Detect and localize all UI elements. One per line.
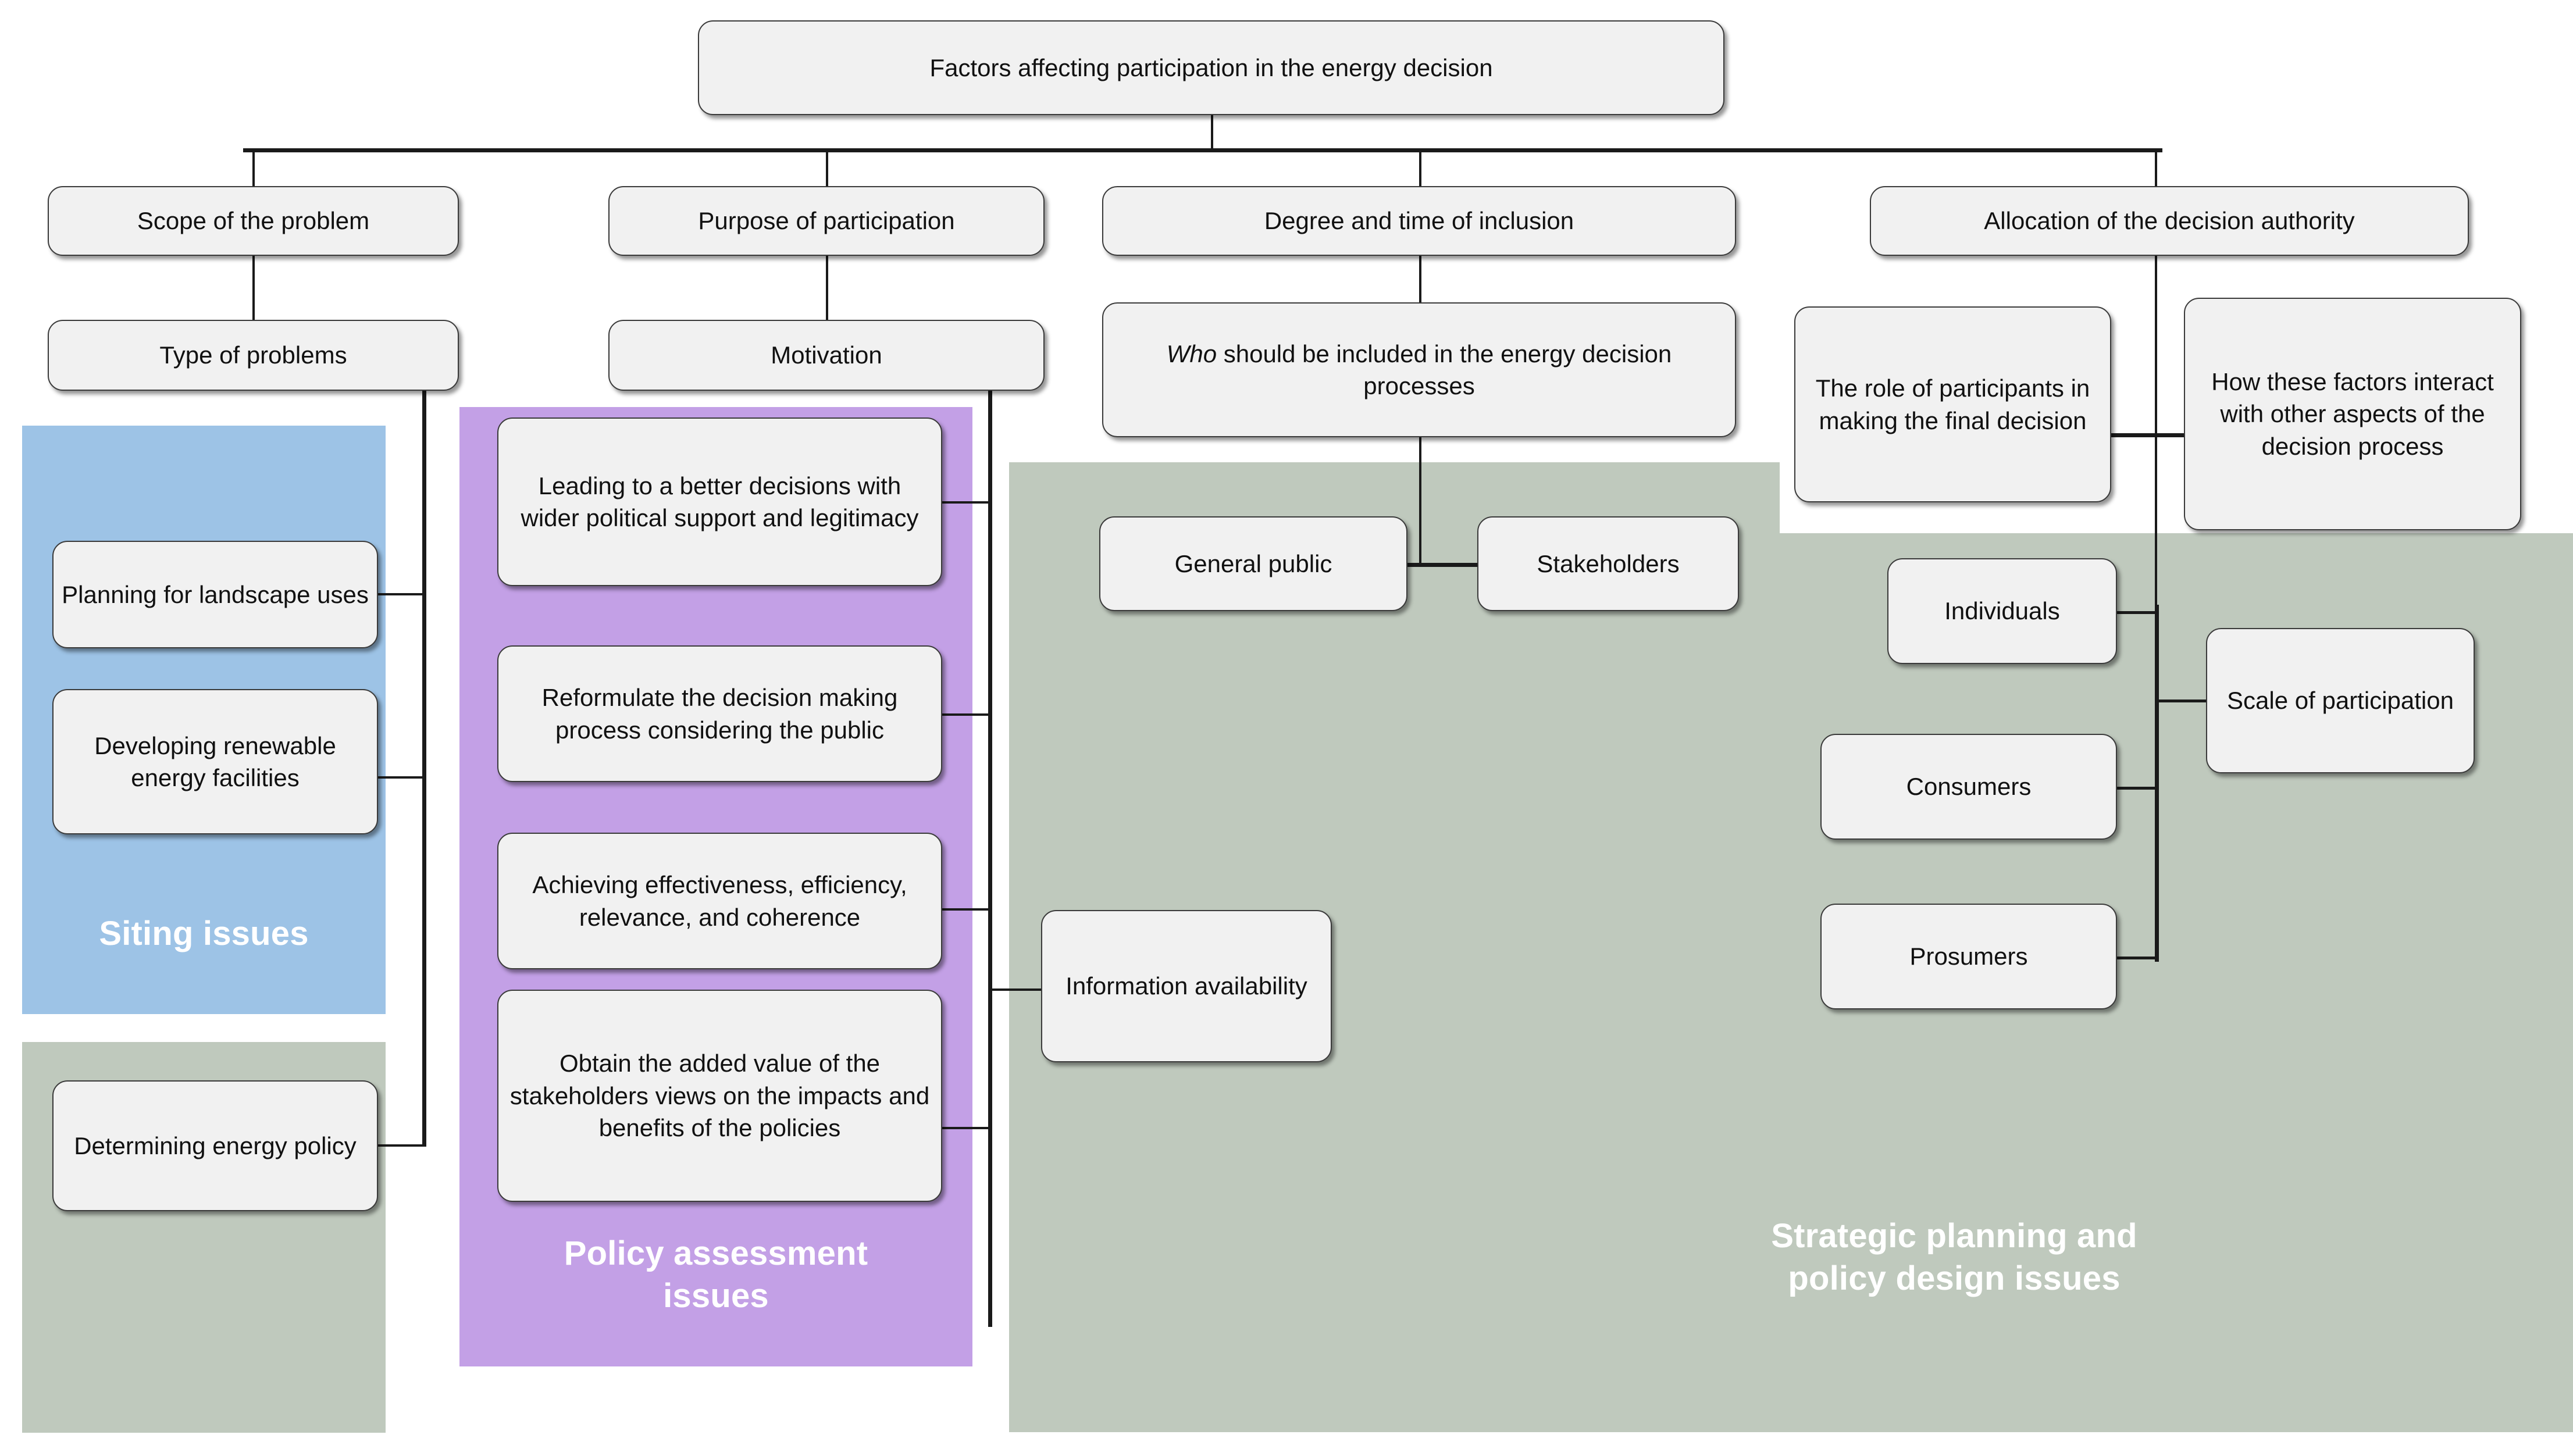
node-determining-label: Determining energy policy (74, 1132, 357, 1159)
node-motivation-label: Motivation (771, 341, 882, 369)
node-policy-leading-to-better-decisions[interactable]: Leading to a better decisions with wider… (497, 417, 942, 586)
node-planning-for-landscape-uses[interactable]: Planning for landscape uses (52, 541, 378, 648)
connector-root-stem (1211, 115, 1213, 150)
connector-to-consumers (2117, 787, 2159, 790)
node-policy-4-label: Obtain the added value of the stakeholde… (509, 1050, 930, 1142)
strategic-label-line1: Strategic planning and (1771, 1217, 2137, 1255)
node-consumers-label: Consumers (1906, 773, 2032, 801)
node-scope-label: Scope of the problem (137, 207, 370, 235)
policy-label-line1: Policy assessment (564, 1234, 868, 1272)
node-type-of-problems-label: Type of problems (159, 341, 347, 369)
node-policy-achieving-effectiveness[interactable]: Achieving effectiveness, efficiency, rel… (497, 833, 942, 969)
strategic-label-line2: policy design issues (1788, 1259, 2121, 1297)
node-root[interactable]: Factors affecting participation in the e… (698, 20, 1724, 115)
node-role-label: The role of participants in making the f… (1815, 374, 2090, 434)
node-degree-and-time-of-inclusion[interactable]: Degree and time of inclusion (1102, 186, 1736, 256)
connector-to-determining (370, 1144, 424, 1147)
connector-purpose-to-motivation (826, 256, 828, 320)
node-policy-2-label: Reformulate the decision making process … (541, 684, 898, 744)
node-purpose-of-participation[interactable]: Purpose of participation (608, 186, 1045, 256)
connector-degree-to-who (1419, 256, 1421, 320)
connector-to-policy-4 (935, 1127, 992, 1129)
node-policy-1-label: Leading to a better decisions with wider… (521, 472, 919, 531)
node-policy-3-label: Achieving effectiveness, efficiency, rel… (532, 871, 907, 931)
strategic-panel-label: Strategic planning and policy design iss… (1681, 1215, 2228, 1300)
node-who-emphasis: Who (1166, 340, 1217, 367)
connector-public-stakeholders (1274, 563, 1570, 567)
node-policy-reformulate-decision-making[interactable]: Reformulate the decision making process … (497, 645, 942, 782)
connector-purple-bus (988, 391, 992, 1327)
connector-to-prosumers (2117, 957, 2159, 959)
connector-scope-to-type (252, 256, 255, 320)
connector-to-developing (370, 776, 424, 779)
node-who-label: Who should be included in the energy dec… (1111, 338, 1727, 402)
node-who-should-be-included[interactable]: Who should be included in the energy dec… (1102, 302, 1736, 437)
node-determining-energy-policy[interactable]: Determining energy policy (52, 1080, 378, 1211)
node-motivation[interactable]: Motivation (608, 320, 1045, 391)
node-stakeholders[interactable]: Stakeholders (1477, 516, 1739, 611)
connector-to-policy-2 (935, 713, 992, 716)
node-how-label: How these factors interact with other as… (2211, 367, 2494, 460)
connector-drop-scope (252, 150, 255, 186)
node-developing-label: Developing renewable energy facilities (94, 731, 336, 791)
node-general-public-label: General public (1174, 549, 1332, 577)
siting-issues-label-text: Siting issues (99, 915, 309, 952)
node-information-availability[interactable]: Information availability (1041, 910, 1332, 1062)
policy-label-line2: issues (663, 1276, 769, 1315)
node-who-rest: should be included in the energy decisio… (1217, 340, 1672, 399)
node-root-label: Factors affecting participation in the e… (929, 53, 1493, 81)
node-developing-renewable-energy-facilities[interactable]: Developing renewable energy facilities (52, 689, 378, 834)
node-degree-label: Degree and time of inclusion (1264, 207, 1574, 235)
node-prosumers-label: Prosumers (1909, 943, 2028, 970)
node-purpose-label: Purpose of participation (698, 207, 955, 235)
node-information-availability-label: Information availability (1065, 972, 1307, 1000)
node-allocation-of-decision-authority[interactable]: Allocation of the decision authority (1870, 186, 2469, 256)
node-scope-of-the-problem[interactable]: Scope of the problem (48, 186, 459, 256)
node-stakeholders-label: Stakeholders (1537, 549, 1680, 577)
node-how-factors-interact[interactable]: How these factors interact with other as… (2184, 298, 2521, 530)
node-consumers[interactable]: Consumers (1820, 734, 2117, 840)
node-type-of-problems[interactable]: Type of problems (48, 320, 459, 391)
connector-drop-allocation (2155, 150, 2157, 186)
node-general-public[interactable]: General public (1099, 516, 1407, 611)
node-scale-of-participation-label: Scale of participation (2227, 687, 2454, 715)
connector-role-how (2024, 433, 2274, 437)
policy-assessment-panel-label: Policy assessment issues (459, 1233, 972, 1317)
siting-issues-panel-label: Siting issues (22, 913, 386, 955)
node-individuals[interactable]: Individuals (1887, 558, 2117, 664)
connector-who-stem (1419, 437, 1421, 565)
connector-left-bus (422, 391, 426, 1147)
connector-to-individuals (2117, 611, 2159, 614)
connector-to-policy-3 (935, 908, 992, 911)
node-scale-of-participation[interactable]: Scale of participation (2206, 628, 2475, 773)
node-role-of-participants[interactable]: The role of participants in making the f… (1794, 306, 2111, 502)
connector-right-bus (2155, 605, 2159, 962)
node-individuals-label: Individuals (1944, 597, 2060, 625)
node-prosumers[interactable]: Prosumers (1820, 904, 2117, 1009)
connector-drop-degree (1419, 150, 1421, 186)
connector-main-bus (243, 148, 2162, 152)
node-allocation-label: Allocation of the decision authority (1984, 207, 2355, 235)
connector-to-planning (370, 593, 424, 595)
connector-drop-purpose (826, 150, 828, 186)
node-planning-label: Planning for landscape uses (62, 580, 369, 608)
node-policy-obtain-added-value[interactable]: Obtain the added value of the stakeholde… (497, 990, 942, 1202)
connector-to-scale (2155, 700, 2207, 702)
connector-to-policy-1 (935, 501, 992, 504)
